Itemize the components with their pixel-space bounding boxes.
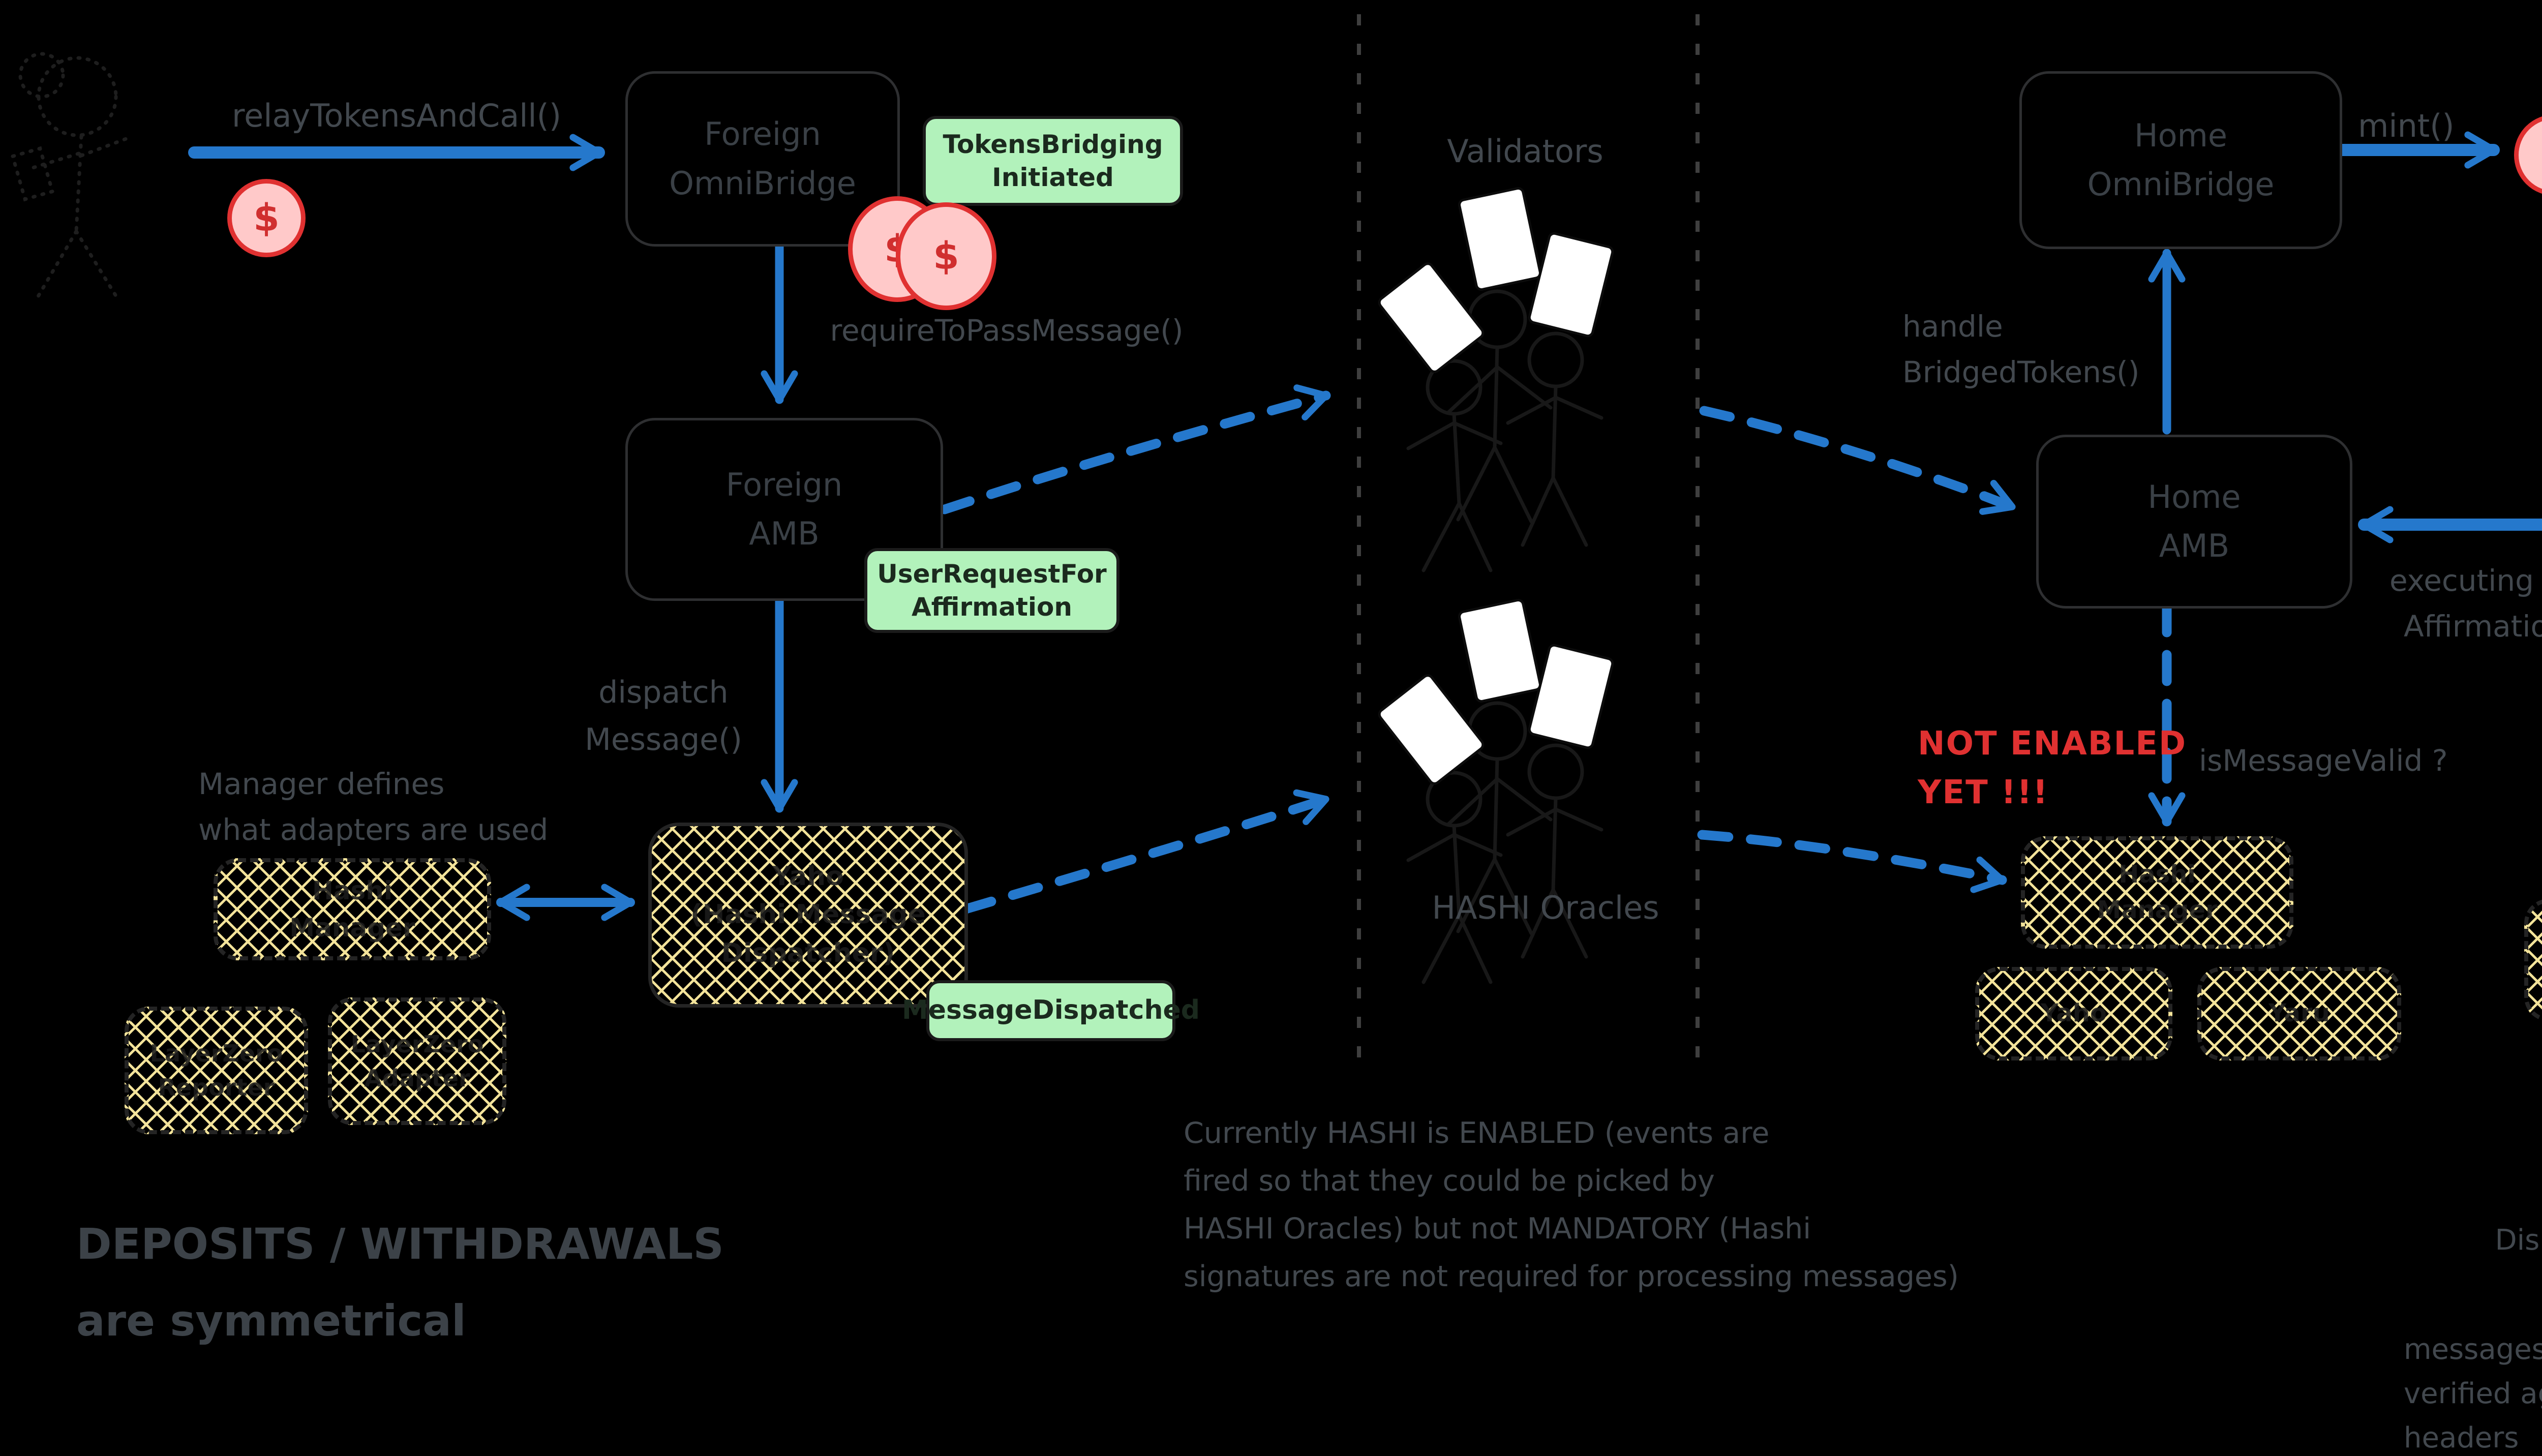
badge-label: MessageDispatched bbox=[902, 995, 1200, 1026]
node-label: Foreign bbox=[704, 115, 821, 153]
validator-hat-icon bbox=[1378, 262, 1485, 373]
node-label: Hashi bbox=[312, 876, 393, 905]
node-label: LayerZero bbox=[350, 1030, 484, 1058]
node-label: Reporter bbox=[158, 1073, 275, 1101]
handle-bridged-tokens-label: handle BridgedTokens() bbox=[1902, 309, 2140, 389]
badge-label: UserRequestFor bbox=[877, 559, 1107, 589]
node-home-omnibridge[interactable]: Home OmniBridge bbox=[2019, 71, 2342, 249]
coin-token[interactable]: $ bbox=[227, 179, 306, 257]
verify-and-store-label: verifyAndStore DispatchedMessage() bbox=[2495, 1223, 2542, 1257]
event-badge-tokens-bridging[interactable]: TokensBridging Initiated bbox=[923, 116, 1183, 206]
node-hashi-manager-right[interactable]: Hashi Manager bbox=[2021, 836, 2293, 949]
relay-tokens-label: relayTokensAndCall() bbox=[231, 97, 562, 134]
node-label: Manager bbox=[289, 913, 415, 943]
mint-label: mint() bbox=[2358, 107, 2455, 144]
event-badge-user-request[interactable]: UserRequestFor Affirmation bbox=[864, 548, 1119, 633]
require-to-pass-label: requireToPassMessage() bbox=[830, 313, 1184, 348]
node-layerzero-adapter[interactable]: LayerZero Adapter bbox=[328, 997, 506, 1125]
dispatch-message-label: dispatch Message() bbox=[585, 675, 742, 757]
node-label: Yaho bbox=[2041, 999, 2107, 1028]
node-label: Dispatcher) bbox=[721, 937, 895, 968]
node-foreign-omnibridge[interactable]: Foreign OmniBridge bbox=[625, 71, 900, 247]
node-label: Hashi bbox=[2119, 860, 2196, 889]
badge-label: Affirmation bbox=[912, 592, 1072, 622]
node-label: LayerZero bbox=[149, 1039, 283, 1067]
node-yaru-small[interactable]: Yaru bbox=[2197, 967, 2401, 1060]
dollar-icon: $ bbox=[933, 234, 959, 278]
validators-figures[interactable] bbox=[1377, 187, 1614, 572]
validator-hat-icon bbox=[1528, 232, 1614, 338]
validator-hat-icon bbox=[1458, 187, 1541, 291]
node-yaho-dispatcher[interactable]: Yaho (Hashi Message Dispatcher) bbox=[648, 823, 968, 1008]
node-hashi-manager-left[interactable]: Hashi Manager bbox=[214, 858, 491, 960]
arrow-oracles-to-hashi-manager bbox=[1697, 830, 2007, 893]
messages-verified-note: messages verified against headers bbox=[2404, 1333, 2542, 1454]
node-label: Foreign bbox=[725, 466, 843, 503]
node-label: OmniBridge bbox=[669, 164, 856, 202]
node-layerzero-reporter[interactable]: LayerZero Reporter bbox=[125, 1007, 308, 1134]
node-label: Adapter bbox=[364, 1064, 470, 1092]
arrow-yaho-to-hashi-oracles bbox=[961, 789, 1331, 914]
is-message-valid-label: isMessageValid ? bbox=[2199, 743, 2448, 778]
node-label: AMB bbox=[2159, 527, 2230, 564]
deposits-withdrawals-note: DEPOSITS / WITHDRAWALS are symmetrical bbox=[76, 1219, 724, 1346]
node-label: (Hashi Message bbox=[690, 899, 926, 930]
node-label: Home bbox=[2134, 116, 2228, 154]
node-label: Yaho bbox=[772, 861, 844, 892]
not-enabled-warning: NOT ENABLED YET !!! bbox=[1918, 725, 2187, 811]
hashi-enabled-note: Currently HASHI is ENABLED (events are f… bbox=[1184, 1116, 1959, 1294]
dollar-icon: $ bbox=[253, 196, 280, 240]
arrow-validators-to-home-amb bbox=[1699, 406, 2017, 515]
user-figure[interactable] bbox=[10, 52, 132, 301]
manager-defines-note: Manager defines what adapters are used bbox=[198, 767, 549, 847]
node-home-amb[interactable]: Home AMB bbox=[2036, 435, 2352, 609]
node-foreign-amb[interactable]: Foreign AMB bbox=[625, 418, 943, 601]
node-label: Yaru bbox=[2268, 999, 2330, 1028]
node-yaho-small[interactable]: Yaho bbox=[1975, 967, 2172, 1060]
node-label: Manager bbox=[2097, 895, 2218, 924]
event-badge-message-dispatched[interactable]: MessageDispatched bbox=[902, 980, 1200, 1041]
hashi-oracles-section-label: HASHI Oracles bbox=[1432, 889, 1659, 926]
node-label: AMB bbox=[749, 515, 820, 552]
coin-token[interactable]: $ bbox=[896, 202, 996, 310]
arrow-foreign-amb-to-validators bbox=[940, 384, 1331, 514]
validators-section-label: Validators bbox=[1447, 133, 1603, 170]
badge-label: TokensBridging bbox=[943, 129, 1163, 159]
node-sp1helios-adapter[interactable]: SP1Helios Adapter bbox=[2524, 899, 2542, 1021]
badge-label: Initiated bbox=[992, 162, 1114, 192]
node-label: Home bbox=[2147, 478, 2241, 515]
executing-affirmations-label: executing Affirmations() bbox=[2389, 563, 2542, 644]
node-label: OmniBridge bbox=[2087, 166, 2275, 203]
